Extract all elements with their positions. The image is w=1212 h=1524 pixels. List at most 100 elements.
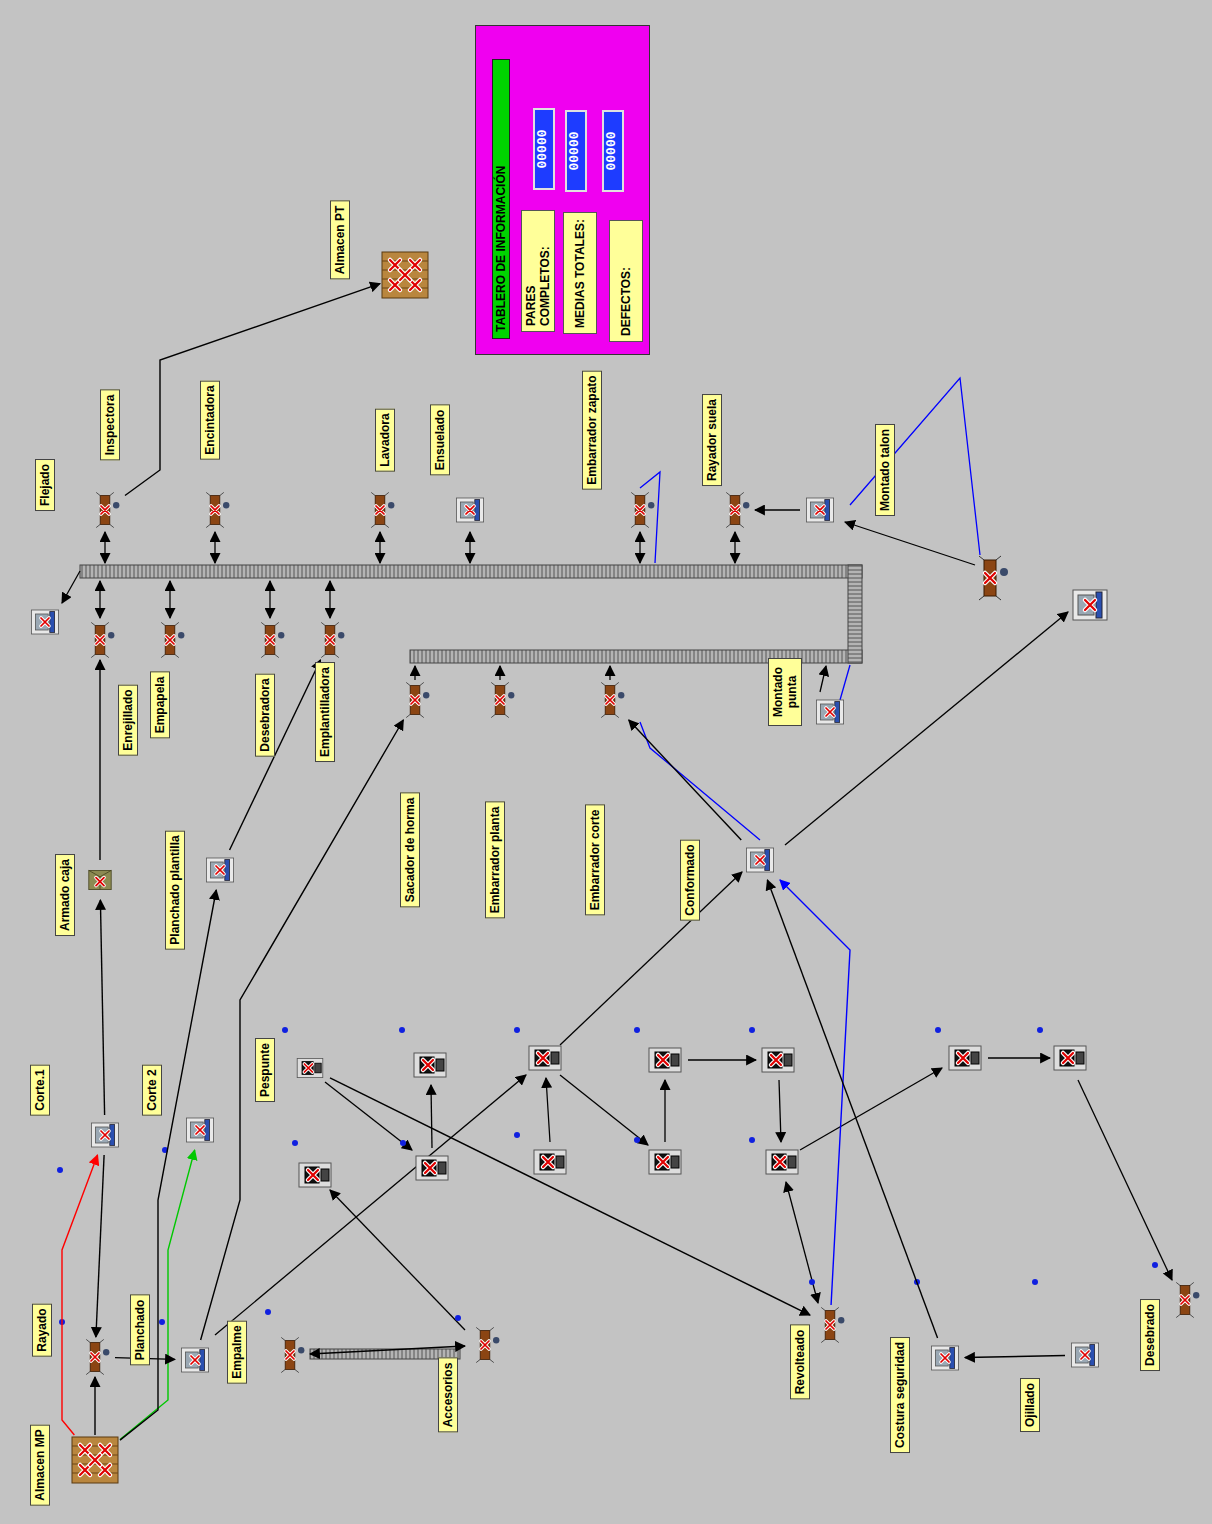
status-dot [292, 1140, 298, 1146]
icon-part [456, 498, 483, 522]
icon-part [556, 1156, 564, 1168]
flow-arrow [201, 720, 404, 1340]
status-cross [826, 1321, 834, 1329]
icon-part [495, 686, 505, 715]
sew-icon [290, 1048, 330, 1088]
station: Costura seguridad [925, 1338, 965, 1378]
icon-part [297, 1058, 323, 1077]
status-cross [304, 1064, 312, 1072]
bench-icon [195, 490, 235, 530]
status-cross [985, 573, 995, 583]
icon-part [820, 704, 833, 720]
status-cross [308, 1170, 318, 1180]
flow-arrow [755, 509, 800, 510]
icon-part [480, 1331, 490, 1360]
icon-part [281, 1337, 299, 1372]
status-cross [411, 696, 419, 704]
bench-icon [590, 680, 630, 720]
flow-line [546, 1078, 550, 1142]
flow-arrow [767, 880, 937, 1338]
icon-part [186, 1118, 213, 1142]
status-cross [101, 1131, 109, 1139]
station: Lavadora [360, 490, 400, 530]
station-icon [979, 556, 1008, 600]
icon-part [551, 1052, 559, 1064]
status-cross [941, 1354, 949, 1362]
icon-part [655, 1052, 669, 1068]
flow-line [840, 665, 850, 700]
icon-part [265, 626, 275, 655]
icon-part [772, 1154, 786, 1170]
station: Desebradora [250, 620, 290, 660]
icon-part [816, 700, 843, 724]
icon-part [382, 261, 428, 288]
icon-part [321, 622, 339, 657]
icon-part [210, 862, 223, 878]
icon-part [746, 848, 773, 872]
icon-part [285, 1341, 295, 1370]
status-cross [481, 1341, 489, 1349]
station-label: Empapela [150, 672, 170, 739]
bench-icon [480, 680, 520, 720]
icon-part [205, 1120, 210, 1141]
status-cross [985, 573, 995, 583]
status-cross [91, 1353, 99, 1361]
icon-part [50, 612, 55, 633]
status-cross [496, 696, 504, 704]
status-cross [826, 708, 834, 716]
station: Flejado [25, 602, 65, 642]
icon-part [534, 1150, 566, 1174]
status-cross [96, 636, 104, 644]
flow-line [779, 1080, 781, 1142]
station: Pespunte [290, 1048, 330, 1088]
worker-symbol [493, 1337, 499, 1343]
icon-part [491, 682, 509, 717]
icon-part [825, 500, 830, 521]
bench-icon [85, 490, 125, 530]
station-label: Conformado [680, 839, 700, 920]
flow-line [215, 1075, 526, 1335]
flow-line [609, 666, 610, 680]
flow-line [786, 1182, 818, 1303]
station-icon [416, 1156, 448, 1180]
station-label: Rayador suela [702, 394, 722, 486]
status-cross [91, 1353, 99, 1361]
worker-symbol [108, 632, 114, 638]
worker-symbol [508, 692, 514, 698]
icon-part [406, 682, 424, 717]
station-label: Lavadora [375, 408, 395, 471]
status-cross [191, 1356, 199, 1364]
bench-icon [150, 620, 190, 660]
icon-part [935, 1350, 948, 1366]
station-icon [534, 1150, 566, 1174]
icon-part [110, 1125, 115, 1146]
icon-part [475, 500, 480, 521]
icon-part [806, 498, 833, 522]
icon-part [72, 1446, 118, 1473]
icon-part [762, 1048, 794, 1072]
flow-line [640, 722, 760, 840]
bench-icon [715, 490, 755, 530]
flow-arrow [96, 1155, 104, 1337]
status-dot [1152, 1262, 1158, 1268]
status-cross [101, 506, 109, 514]
icon-part [750, 852, 763, 868]
flow-line [785, 612, 1068, 845]
conveyor [80, 565, 862, 578]
station-label: Emplantilladora [315, 662, 335, 762]
flow-line [988, 1057, 1050, 1058]
icon-part [1096, 592, 1102, 618]
icon-part [89, 870, 111, 889]
bench-icon [395, 680, 435, 720]
icon-part [1176, 1282, 1194, 1317]
icon-part [95, 1127, 108, 1143]
status-cross [1081, 1351, 1089, 1359]
icon-part [416, 1156, 448, 1180]
station-label: Almacen PT [330, 201, 350, 280]
status-cross [326, 636, 334, 644]
icon-part [261, 622, 279, 657]
worker-symbol [223, 502, 229, 508]
station-label: Planchado [130, 1295, 150, 1366]
station-label: Embarrador corte [585, 805, 605, 916]
counter-display: 00000 [565, 110, 587, 192]
